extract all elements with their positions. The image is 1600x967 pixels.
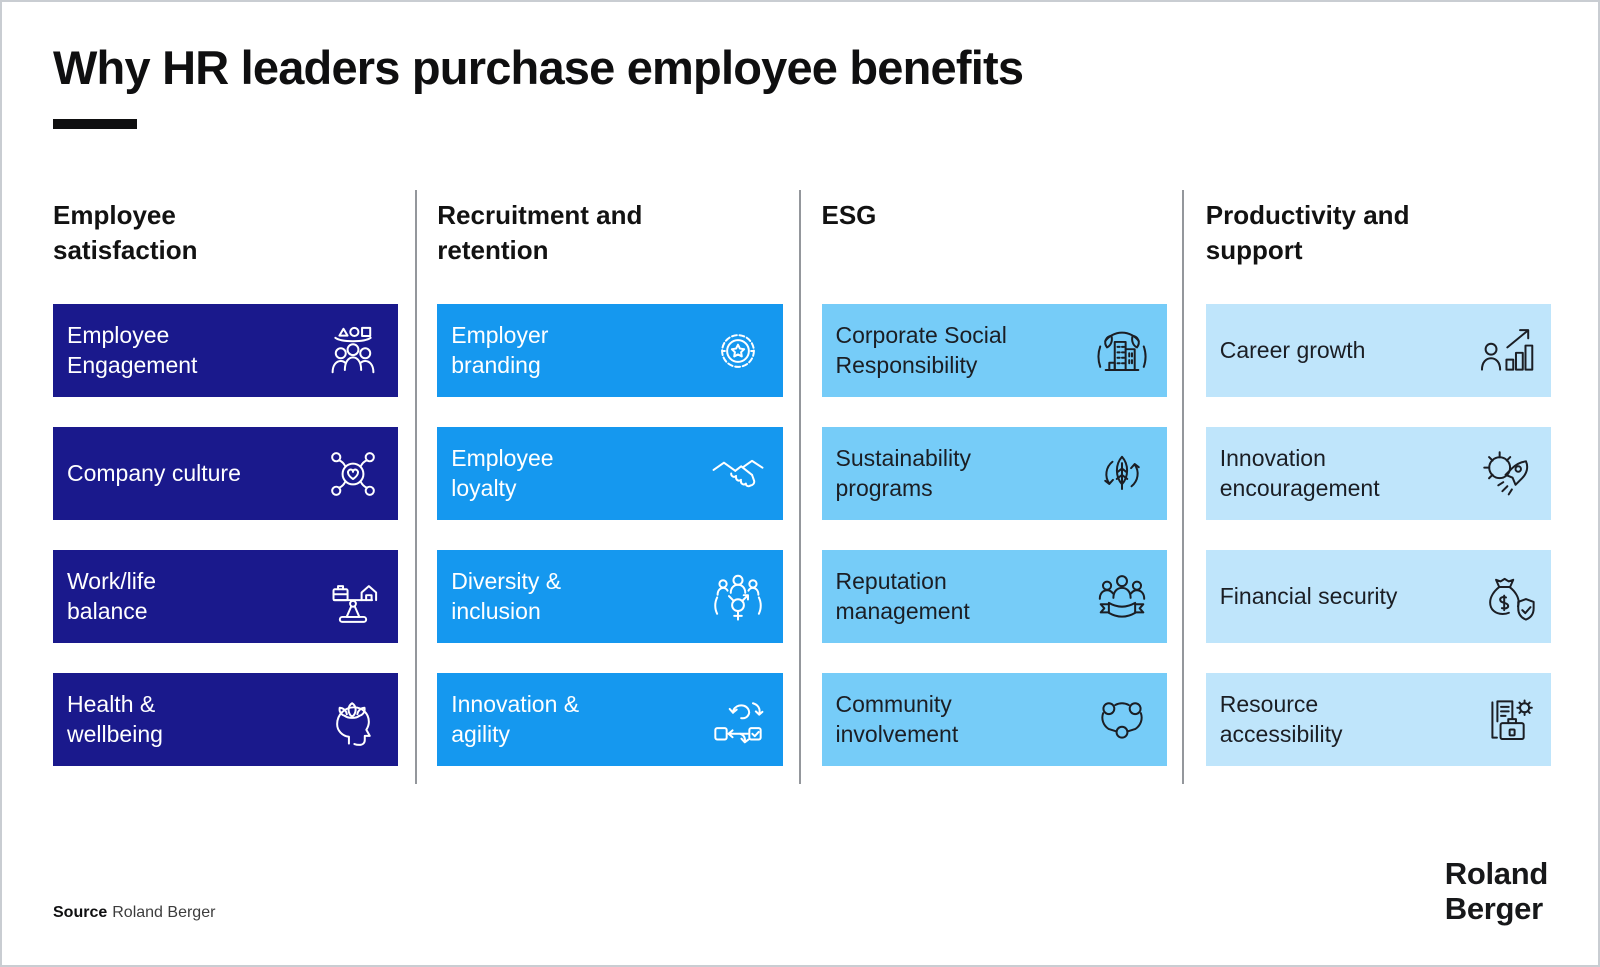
work-life-balance-icon xyxy=(324,568,382,626)
column-header-productivity-support: Productivity and support xyxy=(1205,200,1410,265)
card-employer-branding: Employer branding xyxy=(437,304,783,397)
column-productivity-support: Productivity and support Career growth I… xyxy=(1205,198,1551,766)
card-label: Sustainability programs xyxy=(835,445,972,501)
card-label: Employee loyalty xyxy=(451,445,554,501)
company-culture-icon xyxy=(324,445,382,503)
card-label: Financial security xyxy=(1219,582,1398,609)
employer-branding-icon xyxy=(709,322,767,380)
corporate-social-responsibility-icon xyxy=(1093,322,1151,380)
sustainability-programs-icon xyxy=(1093,445,1151,503)
column-esg: ESG Corporate Social Responsibility xyxy=(821,198,1167,766)
card-label: Diversity & inclusion xyxy=(451,568,562,624)
card-label: Resource accessibility xyxy=(1219,691,1343,747)
logo-line1: Roland xyxy=(1444,856,1549,891)
card-label: Work/life balance xyxy=(67,568,157,624)
column-header-employee-satisfaction: Employee satisfaction xyxy=(53,200,198,265)
card-resource-accessibility: Resource accessibility xyxy=(1205,673,1551,766)
employee-engagement-icon xyxy=(324,322,382,380)
card-label: Career growth xyxy=(1219,336,1366,363)
column-divider xyxy=(415,190,417,784)
card-corporate-social-responsibility: Corporate Social Responsibility xyxy=(821,304,1167,397)
card-label: Community involvement xyxy=(835,691,959,747)
card-company-culture: Company culture xyxy=(53,427,399,520)
card-health-wellbeing: Health & wellbeing xyxy=(53,673,399,766)
column-recruitment-retention: Recruitment and retention Employer brand… xyxy=(437,198,783,766)
card-label: Corporate Social Responsibility xyxy=(835,322,1007,378)
resource-accessibility-icon xyxy=(1477,691,1535,749)
column-employee-satisfaction: Employee satisfaction Employee Engagemen… xyxy=(53,198,399,766)
card-career-growth: Career growth xyxy=(1205,304,1551,397)
card-label: Employee Engagement xyxy=(67,322,198,378)
title-underline-bar xyxy=(53,119,137,129)
card-employee-engagement: Employee Engagement xyxy=(53,304,399,397)
card-work-life-balance: Work/life balance xyxy=(53,550,399,643)
innovation-agility-icon xyxy=(709,691,767,749)
diversity-inclusion-icon xyxy=(709,568,767,626)
column-header-esg: ESG xyxy=(821,200,877,230)
card-label: Innovation encouragement xyxy=(1219,445,1380,501)
employee-loyalty-icon xyxy=(709,445,767,503)
roland-berger-logo: Roland Berger xyxy=(1444,856,1549,926)
card-reputation-management: Reputation management xyxy=(821,550,1167,643)
column-divider xyxy=(799,190,801,784)
columns-grid: Employee satisfaction Employee Engagemen… xyxy=(53,198,1551,766)
page-title: Why HR leaders purchase employee benefit… xyxy=(53,41,1024,94)
community-involvement-icon xyxy=(1093,691,1151,749)
source-value: Roland Berger xyxy=(112,904,216,921)
card-label: Company culture xyxy=(67,459,241,486)
career-growth-icon xyxy=(1477,322,1535,380)
column-header-recruitment-retention: Recruitment and retention xyxy=(437,200,643,265)
reputation-management-icon xyxy=(1093,568,1151,626)
card-innovation-agility: Innovation & agility xyxy=(437,673,783,766)
source-label: Source xyxy=(53,904,108,921)
card-label: Health & wellbeing xyxy=(67,691,163,747)
card-financial-security: Financial security xyxy=(1205,550,1551,643)
card-diversity-inclusion: Diversity & inclusion xyxy=(437,550,783,643)
innovation-encouragement-icon xyxy=(1477,445,1535,503)
card-label: Employer branding xyxy=(451,322,549,378)
card-employee-loyalty: Employee loyalty xyxy=(437,427,783,520)
financial-security-icon xyxy=(1477,568,1535,626)
card-label: Innovation & agility xyxy=(451,691,580,747)
health-wellbeing-icon xyxy=(324,691,382,749)
column-divider xyxy=(1182,190,1184,784)
card-community-involvement: Community involvement xyxy=(821,673,1167,766)
card-sustainability-programs: Sustainability programs xyxy=(821,427,1167,520)
logo-line2: Berger xyxy=(1444,890,1543,926)
card-label: Reputation management xyxy=(835,568,970,624)
card-innovation-encouragement: Innovation encouragement xyxy=(1205,427,1551,520)
